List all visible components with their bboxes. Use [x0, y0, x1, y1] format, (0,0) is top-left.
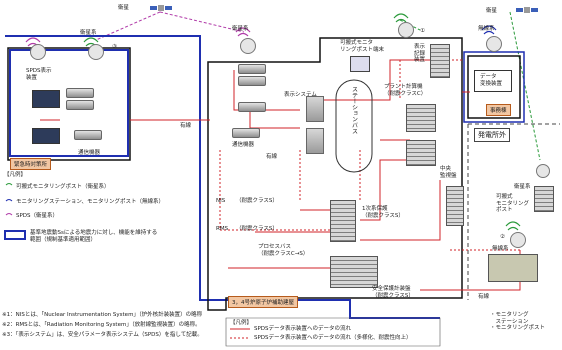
station-cabinet — [488, 254, 538, 282]
antenna-dish-icon — [88, 44, 104, 60]
marker-1: ① — [420, 28, 425, 34]
router-icon — [238, 64, 266, 74]
wireless-label: 無線系 — [478, 26, 495, 32]
data-converter-box — [474, 70, 512, 92]
rms-label: RMS — [216, 226, 229, 232]
seismic-label: （耐震クラスS） — [236, 198, 278, 204]
seismic-label: （耐震クラスS） — [236, 226, 278, 232]
router-icon — [74, 130, 102, 140]
comm-equipment-label: 通信機器 — [232, 142, 255, 148]
legend-item: モニタリングステーション、モニタリングポスト（無線系） — [16, 199, 165, 205]
satellite-icon — [150, 2, 172, 14]
wired-label: 有線 — [180, 123, 192, 129]
unit4-building-label: 3，4号炉原子炉補助建屋 — [228, 296, 298, 308]
rack-icon — [406, 140, 436, 166]
footnote: ※1：NISとは、「Nuclear Instrumentation System… — [2, 312, 203, 318]
nis-unit-label: 1次系保護 （耐震クラスS） — [362, 206, 404, 219]
marker-2: ② — [500, 234, 505, 240]
monitoring-terminal-label: 可搬式モニタ リングポスト端末 — [340, 40, 385, 53]
legend-item: 可搬式モニタリングポスト（衛星系） — [16, 184, 110, 190]
legend2-title: 【凡例】 — [230, 320, 253, 326]
legend-item: SPDS（衛星系） — [16, 213, 59, 219]
marker-3: ③ — [112, 44, 117, 50]
wired-label: 有線 — [478, 294, 490, 300]
legend-title: 【凡例】 — [4, 172, 27, 178]
rack-icon — [430, 44, 450, 78]
satellite-label: 衛星 — [118, 5, 130, 11]
satellite-label: 衛星 — [486, 8, 498, 14]
antenna-dish-icon — [510, 232, 526, 248]
sat-link-label: 衛星系 — [80, 30, 97, 36]
rack-icon — [406, 104, 436, 132]
laptop-icon — [32, 128, 60, 144]
wired-label: 有線 — [266, 154, 278, 160]
plant-outside-label: 発電所外 — [474, 128, 510, 142]
station-bus-label: ステーションバス — [350, 86, 358, 134]
display-system-label: 表示システム — [284, 92, 317, 98]
sat-link-label: 衛星系 — [232, 26, 249, 32]
server-icon — [306, 128, 324, 154]
sat-link-label: 衛星系 — [514, 184, 531, 190]
safety-panel-label: 安全保護計装盤 （耐震クラスS） — [372, 286, 414, 299]
central-monitoring-rack — [446, 186, 464, 226]
rack-icon — [330, 200, 356, 242]
antenna-dish-icon — [240, 38, 256, 54]
office-label: 事務棟 — [486, 104, 511, 116]
router-icon — [66, 88, 94, 98]
satellite-icon — [516, 4, 538, 16]
router-icon — [238, 76, 266, 86]
monitor-icon — [350, 56, 370, 72]
safety-panel-rack — [330, 256, 378, 288]
antenna-dish-icon — [536, 164, 550, 178]
comm-equipment-label: 通信機器 — [78, 150, 101, 156]
antenna-dish-icon — [486, 36, 502, 52]
process-bus-label: プロセスバス （耐震クラスC→S） — [258, 244, 309, 257]
offsite-center-label: 緊急時対策所 — [10, 158, 52, 170]
legend2-item: SPDSデータ表示装置へのデータの流れ — [254, 326, 352, 332]
monitoring-station-label: ・モニタリング ステーション ・モニタリングポスト — [490, 312, 546, 331]
router-icon — [66, 100, 94, 110]
router-icon — [232, 128, 260, 138]
wireless-label: 無線系 — [492, 246, 509, 252]
antenna-dish-icon — [398, 22, 414, 38]
laptop-icon — [32, 90, 60, 108]
router-icon — [238, 102, 266, 112]
server-icon — [306, 96, 324, 122]
legend2-item: SPDSデータ表示装置へのデータの流れ（多様化、耐震性向上） — [254, 335, 412, 341]
legend-range-text: 基準地震動Ssによる地震力に対し、機能を維持する 範囲（規制基準適用範囲） — [30, 230, 158, 243]
plant-computer-label: プラント計算機 （耐震クラスC） — [384, 84, 427, 97]
data-converter-label: データ 変換装置 — [480, 74, 503, 87]
display-panel-label: 表示 記録 装置 — [414, 44, 426, 63]
nis-label: NIS — [216, 198, 226, 204]
footnote: ※2：RMSとは、「Radiation Monitoring System」（放… — [2, 322, 201, 328]
footnote: ※3：「表示システム」は、安全パラメータ表示システム（SPDS）を指して記載。 — [2, 332, 203, 338]
monitoring-post-label: 可搬式 モニタリング ポスト — [496, 194, 530, 213]
monitoring-post-rack — [534, 186, 554, 212]
central-monitoring-label: 中央 監視盤 — [440, 166, 457, 179]
spds-display-label: SPDS表示 装置 — [26, 68, 52, 81]
antenna-dish-icon — [30, 44, 46, 60]
